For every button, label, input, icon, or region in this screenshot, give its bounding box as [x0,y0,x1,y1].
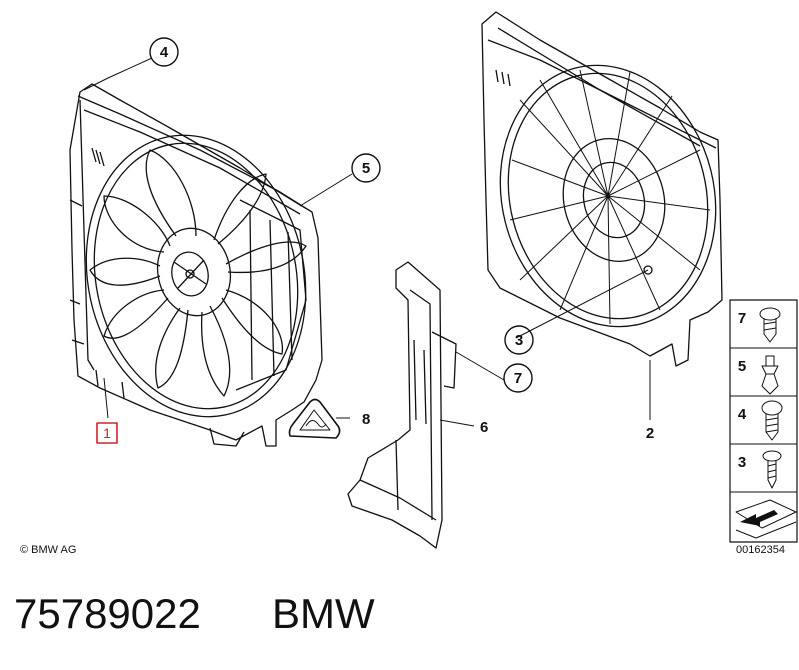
leader-lines [83,57,651,427]
callout-4: 4 [160,44,169,61]
brand-name: BMW [272,590,375,637]
callout-1: 1 [103,425,111,441]
callout-7: 7 [514,370,522,387]
callout-4-circle [149,37,179,67]
image-number: 00162354 [736,544,785,556]
callout-6: 6 [480,419,488,436]
callout-5-circle [351,153,381,183]
legend-row-5: 5 [738,358,746,375]
warning-label [288,398,341,439]
copyright: © BMW AG [20,544,76,556]
part-number: 75789022 [14,590,201,637]
screw-3-icon [762,450,782,489]
legend-row-7: 7 [738,310,746,327]
rivet-5-icon [761,355,779,395]
callout-8: 8 [362,411,370,428]
legend-row-3: 3 [738,454,746,471]
callout-3: 3 [515,332,523,349]
callout-7-circle [503,363,533,393]
orientation-arrow-icon [735,499,797,539]
highlight-box [96,422,118,444]
callout-5: 5 [362,160,370,177]
fan-shroud-rear [481,11,723,367]
callout-2: 2 [646,425,654,442]
fan-shroud-assembly [69,83,323,447]
legend-row-4: 4 [738,406,747,423]
callout-3-circle [504,325,534,355]
screw-4-icon [761,400,783,441]
hardware-legend [729,299,798,543]
screw-7-icon [759,307,781,343]
support-bracket [347,261,457,549]
